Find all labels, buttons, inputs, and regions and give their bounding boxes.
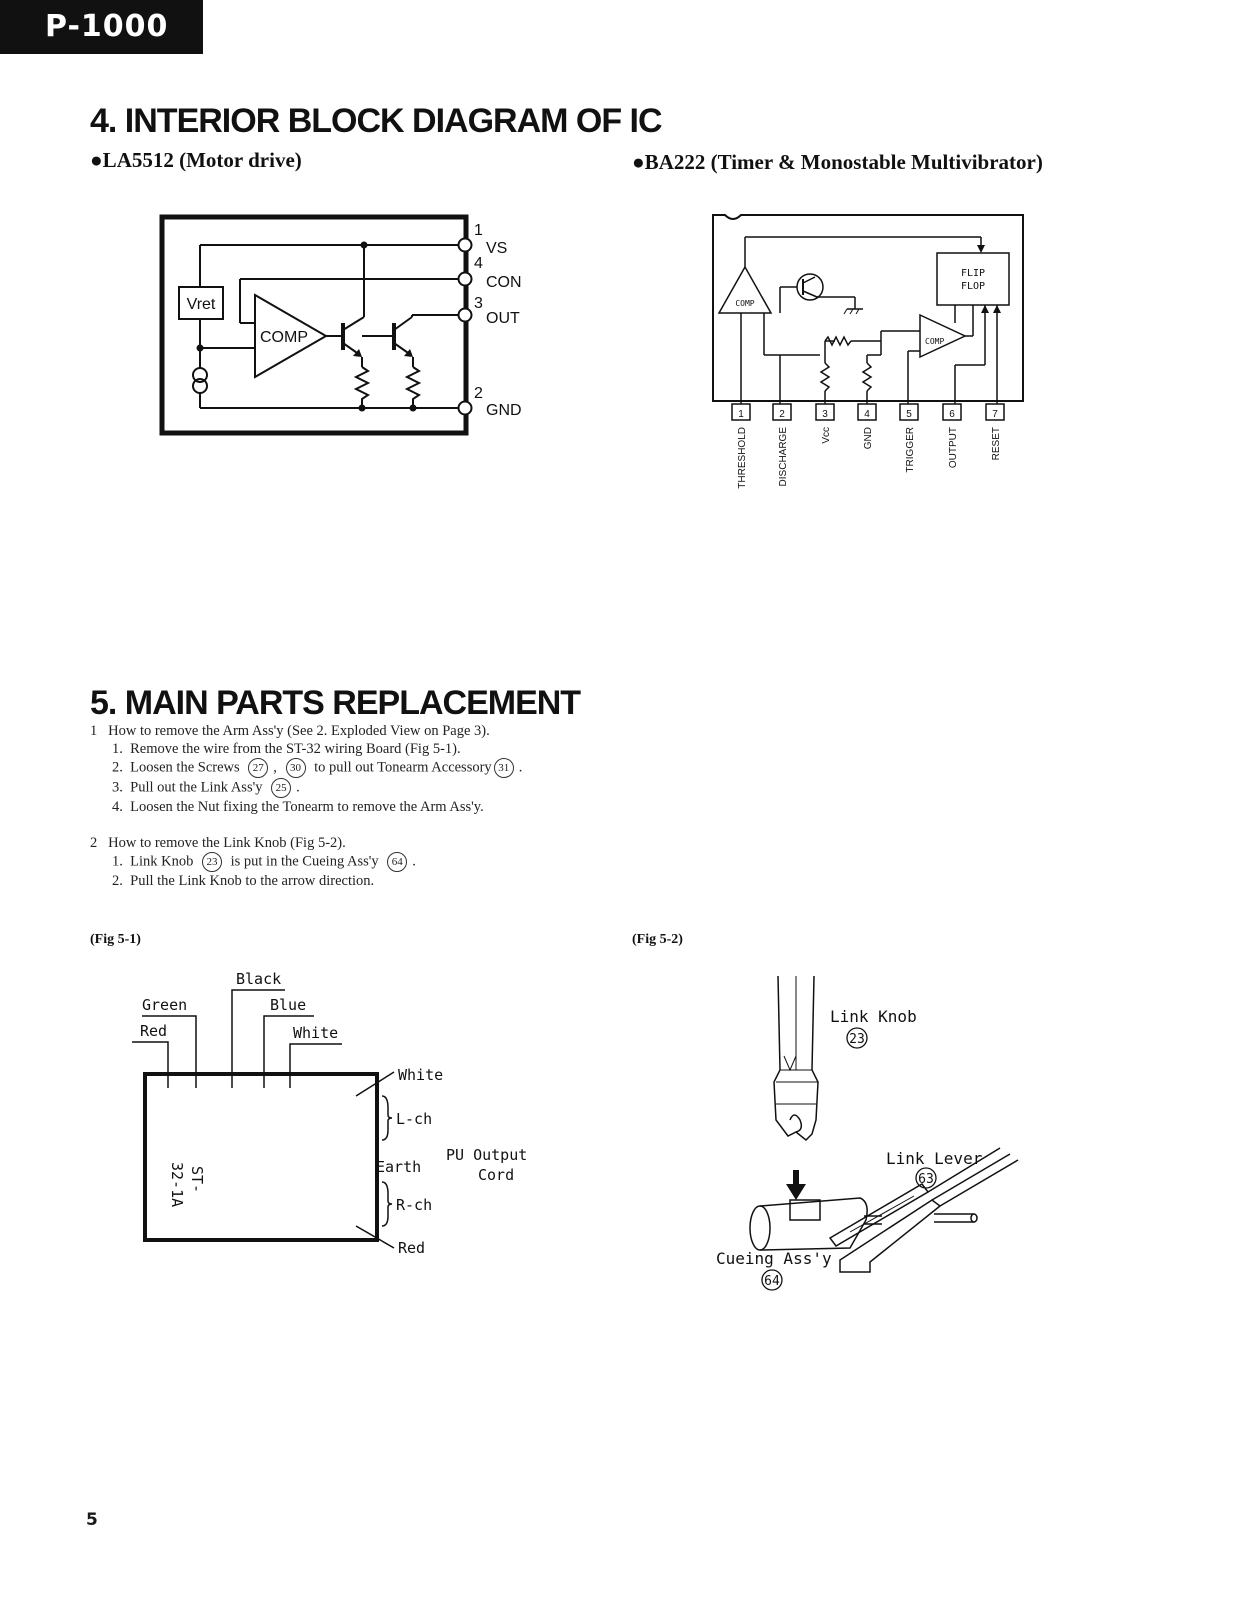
part-number-circle: 23 — [201, 852, 222, 872]
flop-label: FLOP — [961, 281, 985, 292]
ba222-pin-name: Vcc — [821, 427, 832, 444]
step: 4. Loosen the Nut fixing the Tonearm to … — [112, 799, 484, 815]
cueing-assy-number: 64 — [764, 1274, 780, 1289]
la5512-pin-name: VS — [486, 240, 507, 257]
part-number-circle: 30 — [285, 758, 306, 778]
flip-label: FLIP — [961, 268, 985, 279]
link-knob-label: Link Knob — [830, 1007, 917, 1026]
fig-5-2-link-knob-drawing: Link Knob 23 Link Lever 63 Cueing Ass'y … — [716, 975, 1019, 1291]
ba222-pin-name: OUTPUT — [948, 427, 959, 468]
wire-black-label: Black — [236, 970, 281, 988]
la5512-pin-name: GND — [486, 402, 522, 419]
part-number-circle: 27 — [248, 758, 269, 778]
ba222-pin-number: 4 — [864, 409, 870, 420]
la5512-caption: ●LA5512 (Motor drive) — [90, 148, 302, 172]
link-lever-label: Link Lever — [886, 1149, 983, 1168]
ba222-pin-number: 2 — [779, 409, 785, 420]
item-1-heading: 1 How to remove the Arm Ass'y (See 2. Ex… — [90, 722, 790, 740]
ba222-pin-number: 1 — [738, 409, 744, 420]
la5512-pin-name: OUT — [486, 310, 520, 327]
la5512-pin-number: 1 — [474, 222, 483, 239]
item-number: 1 — [90, 723, 98, 739]
ba222-pin-number: 3 — [822, 409, 828, 420]
step: 3. Pull out the Link Ass'y 25. — [112, 778, 790, 798]
la5512-pin-number: 2 — [474, 385, 483, 402]
ba222-comp-right: COMP — [925, 337, 944, 346]
la5512-pin-number: 4 — [474, 255, 483, 272]
section-4-title: 4. INTERIOR BLOCK DIAGRAM OF IC — [90, 102, 663, 140]
ba222-pin-name: DISCHARGE — [778, 427, 789, 487]
link-knob-number: 23 — [849, 1032, 865, 1047]
la5512-pin-name: CON — [486, 274, 522, 291]
item-text: How to remove the Arm Ass'y (See 2. Expl… — [108, 723, 490, 739]
step: 2. Loosen the Screws 27, 30 to pull out … — [112, 758, 790, 778]
wire-blue-label: Blue — [270, 996, 306, 1014]
part-number-circle: 64 — [387, 852, 408, 872]
fig-5-1-wiring-diagram: Red Green Black Blue White ST- 32-1A Whi… — [132, 970, 527, 1257]
step: 2. Pull the Link Knob to the arrow direc… — [112, 873, 375, 889]
fig-5-2-label: (Fig 5-2) — [632, 932, 683, 947]
cord-label: Cord — [478, 1166, 514, 1184]
part-number-circle: 25 — [271, 778, 292, 798]
ba222-comp-left: COMP — [735, 299, 754, 308]
ba222-pin-name: TRIGGER — [905, 427, 916, 473]
model-tab: P-1000 — [0, 0, 203, 54]
wire-green-label: Green — [142, 996, 187, 1014]
step: 1. Remove the wire from the ST-32 wiring… — [112, 741, 461, 757]
page-number: 5 — [86, 1510, 98, 1530]
board-name-line2: 32-1A — [168, 1162, 186, 1207]
link-lever-number: 63 — [918, 1172, 934, 1187]
ba222-pin-name: GND — [863, 427, 874, 449]
section-5-title: 5. MAIN PARTS REPLACEMENT — [90, 684, 581, 722]
pu-output-label: PU Output — [446, 1146, 527, 1164]
ba222-caption: ●BA222 (Timer & Monostable Multivibrator… — [632, 150, 1043, 174]
wire-red-label: Red — [140, 1022, 167, 1040]
wire-white-label: White — [293, 1024, 338, 1042]
la5512-pin-number: 3 — [474, 295, 483, 312]
board-name-line1: ST- — [188, 1166, 206, 1193]
item-text: How to remove the Link Knob (Fig 5-2). — [108, 835, 346, 851]
ba222-pin-number: 6 — [949, 409, 955, 420]
vret-label: Vret — [187, 296, 216, 313]
la5512-comp-label: COMP — [260, 329, 308, 346]
cueing-assy-label: Cueing Ass'y — [716, 1249, 832, 1268]
right-white-label: White — [398, 1066, 443, 1084]
lch-label: L-ch — [396, 1110, 432, 1128]
item-number: 2 — [90, 835, 98, 851]
item-2-heading: 2 How to remove the Link Knob (Fig 5-2). — [90, 834, 790, 852]
replacement-instructions: 1 How to remove the Arm Ass'y (See 2. Ex… — [90, 722, 790, 890]
right-red-label: Red — [398, 1239, 425, 1257]
earth-label: Earth — [376, 1158, 421, 1176]
ba222-block-diagram: COMP FLIP FLOP COMP — [712, 214, 1024, 489]
ba222-pin-name: THRESHOLD — [737, 427, 748, 489]
part-number-circle: 31 — [493, 758, 514, 778]
la5512-block-diagram: Vret COMP 1 VS 4 CON 3 OUT 2 GND — [159, 214, 522, 436]
ba222-pin-number: 7 — [992, 409, 998, 420]
ba222-pin-number: 5 — [906, 409, 912, 420]
fig-5-1-label: (Fig 5-1) — [90, 932, 141, 947]
step: 1. Link Knob 23 is put in the Cueing Ass… — [112, 852, 790, 872]
rch-label: R-ch — [396, 1196, 432, 1214]
ba222-pin-name: RESET — [991, 427, 1002, 460]
